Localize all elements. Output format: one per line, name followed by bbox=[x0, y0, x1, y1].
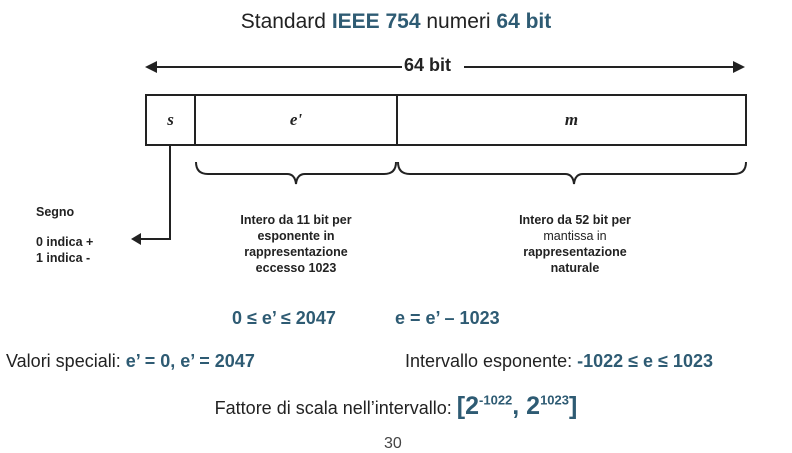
bias-formula: e = e’ – 1023 bbox=[395, 308, 500, 328]
mantissa-note: Intero da 52 bit per mantissa in rappres… bbox=[519, 213, 631, 275]
bit-field-boxes bbox=[145, 94, 747, 146]
sign-field-box bbox=[145, 94, 747, 146]
width-label: 64 bit bbox=[404, 55, 452, 75]
sign-note-minus: 1 indica - bbox=[36, 251, 91, 265]
sign-pointer bbox=[131, 145, 171, 245]
exponent-note: Intero da 11 bit per esponente in rappre… bbox=[240, 213, 352, 275]
exponent-interval: Intervallo esponente: -1022 ≤ e ≤ 1023 bbox=[405, 351, 713, 371]
sign-note: Segno 0 indica + 1 indica - bbox=[36, 204, 93, 266]
diagram-title: Standard IEEE 754 numeri 64 bit bbox=[240, 10, 552, 33]
page-number: 30 bbox=[384, 435, 402, 452]
width-arrow bbox=[145, 61, 745, 73]
mantissa-field-label: m bbox=[564, 110, 579, 129]
sign-field-label: s bbox=[167, 110, 174, 129]
sign-note-plus: 0 indica + bbox=[36, 235, 94, 249]
exponent-brace bbox=[195, 161, 397, 185]
exponent-field-label: e' bbox=[289, 110, 303, 129]
sign-note-title: Segno bbox=[36, 205, 75, 219]
mantissa-brace bbox=[397, 161, 747, 185]
special-values: Valori speciali: e’ = 0, e’ = 2047 bbox=[6, 351, 255, 371]
exponent-range-formula: 0 ≤ e’ ≤ 2047 bbox=[232, 308, 336, 328]
scale-factor: Fattore di scala nell’intervallo: [2-102… bbox=[214, 392, 578, 420]
